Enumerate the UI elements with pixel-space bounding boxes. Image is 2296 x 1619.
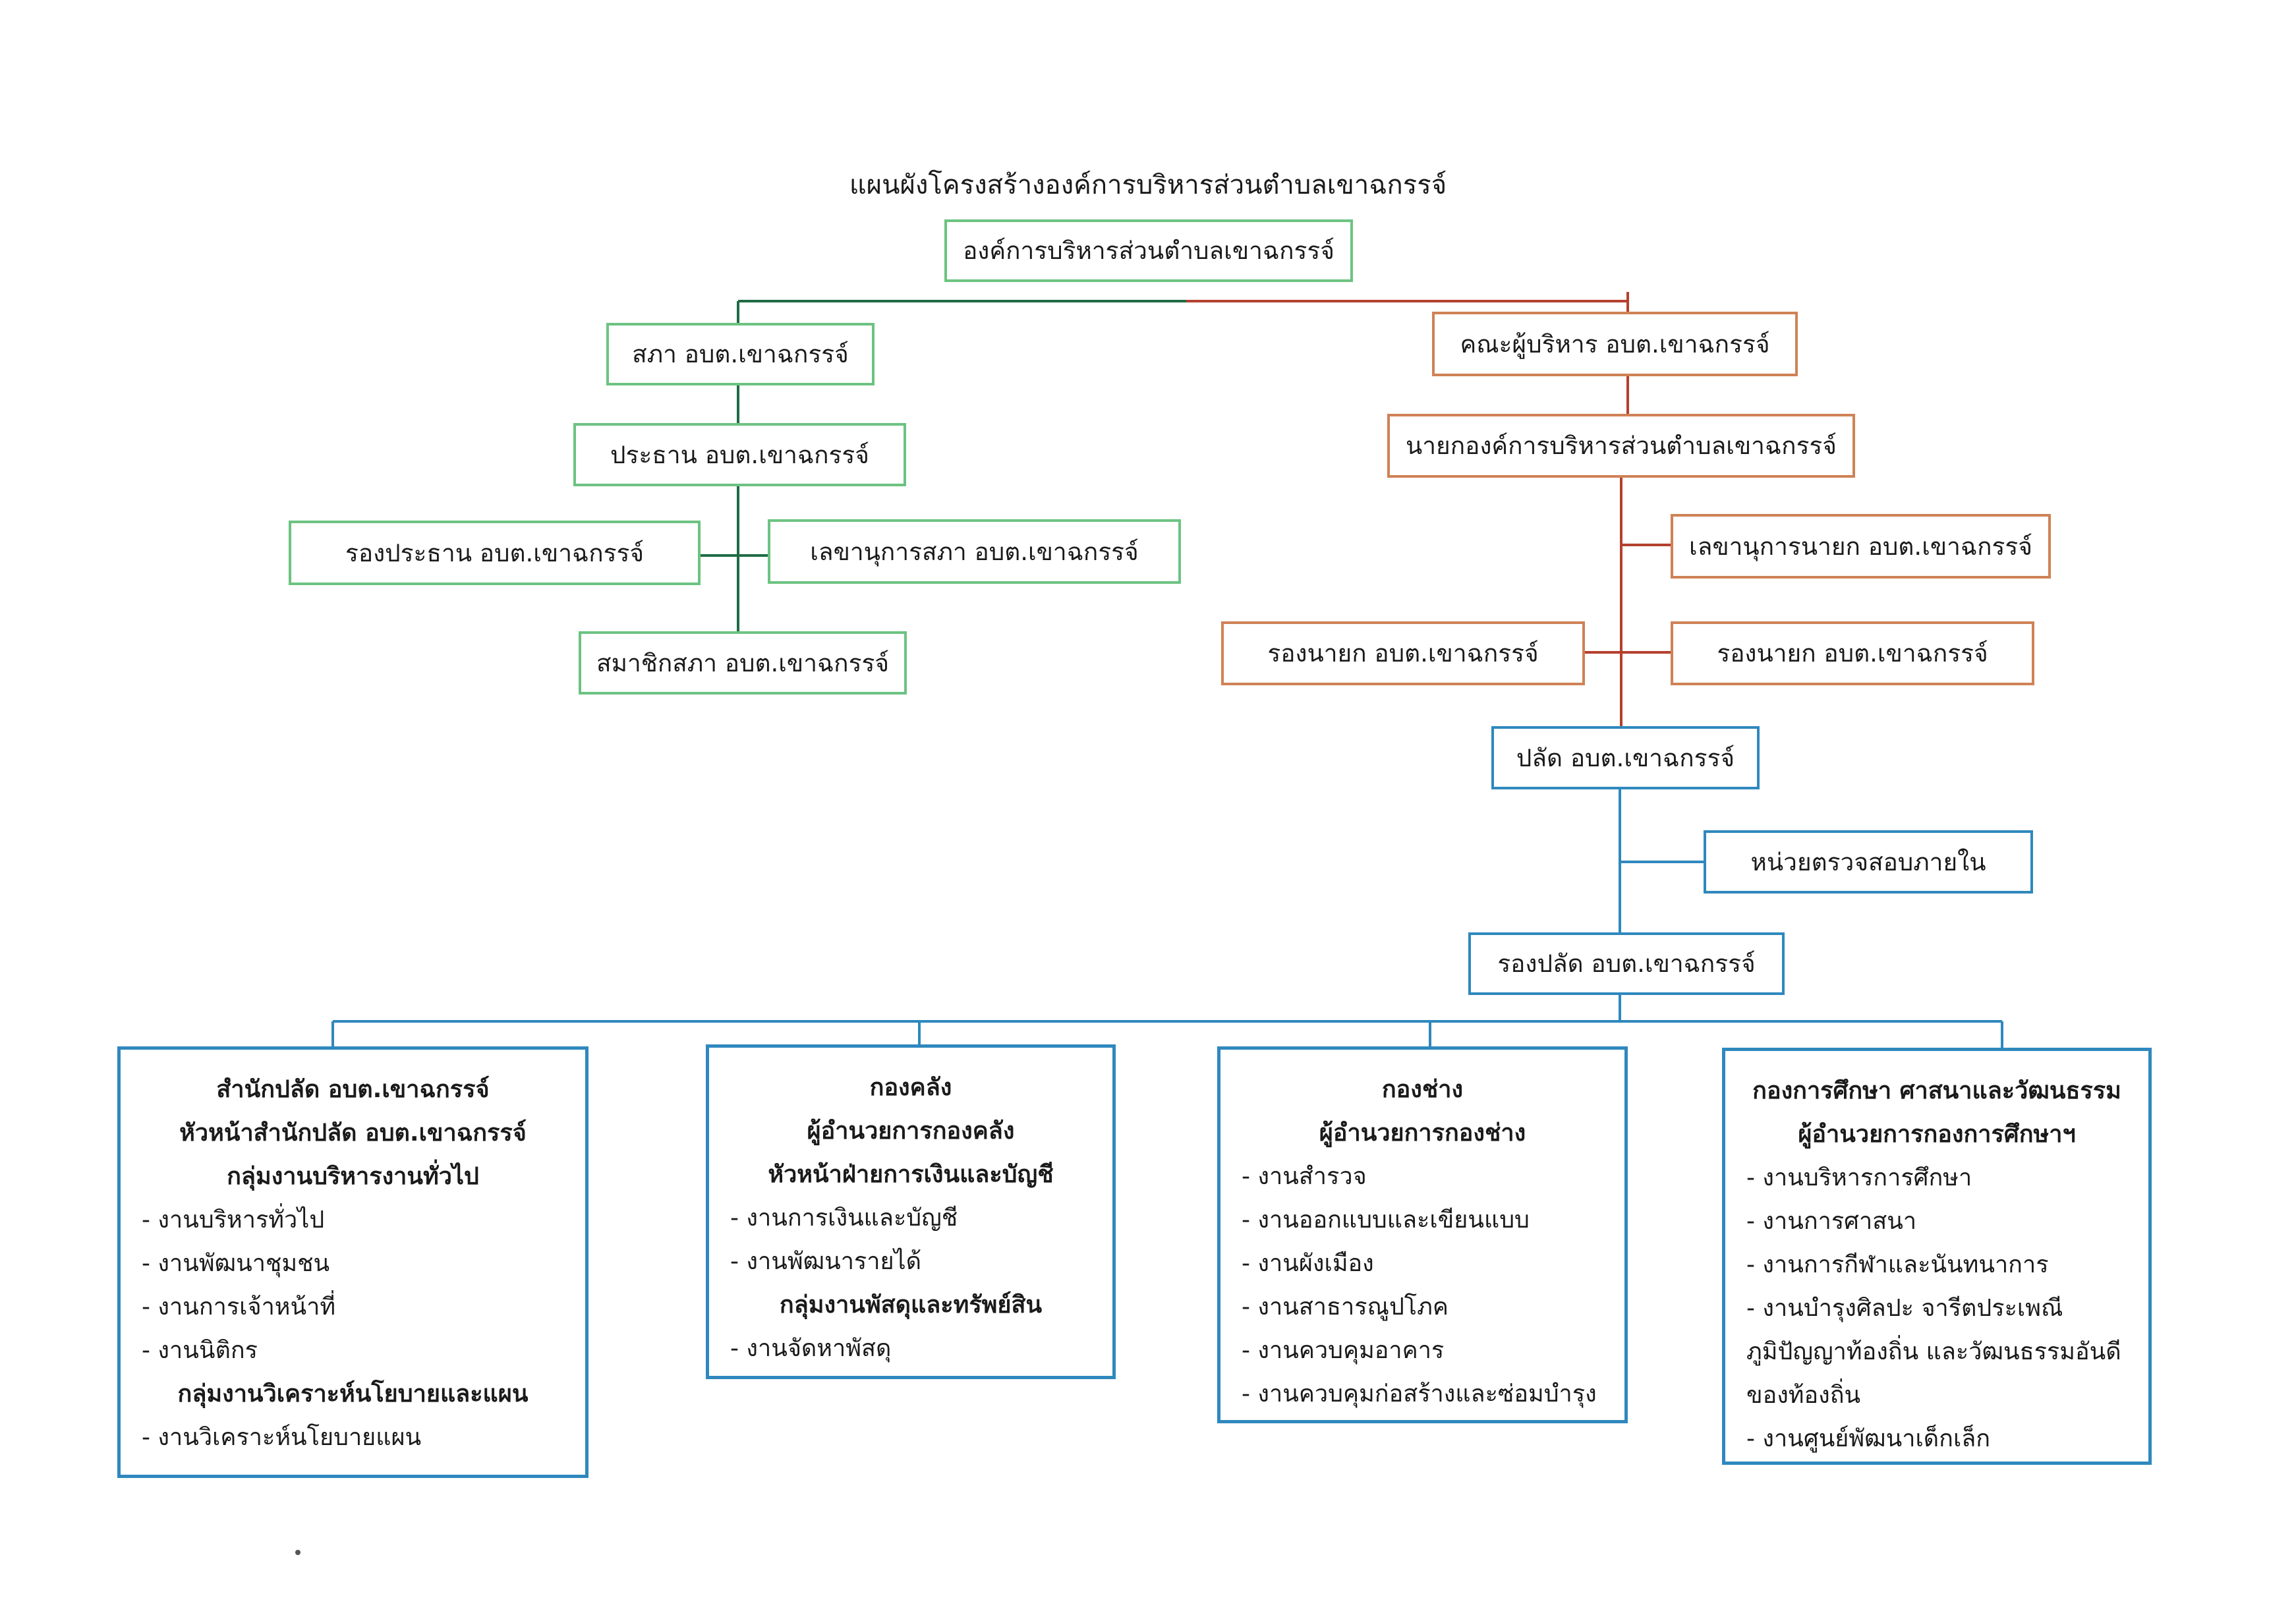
chart-title: แผนผังโครงสร้างองค์การบริหารส่วนตำบลเขาฉ… <box>849 170 1447 200</box>
council-secretary-box: เลขานุการสภา อบต.เขาฉกรรจ์ <box>768 519 1181 584</box>
council-box: สภา อบต.เขาฉกรรจ์ <box>606 323 875 385</box>
council-secretary-label: เลขานุการสภา อบต.เขาฉกรรจ์ <box>810 537 1139 566</box>
dept-title: กองการศึกษา ศาสนาและวัฒนธรรม <box>1752 1077 2121 1104</box>
mayor-secretary-label: เลขานุการนายก อบต.เขาฉกรรจ์ <box>1689 532 2032 561</box>
dept-subhead: หัวหน้าฝ่ายการเงินและบัญชี <box>768 1161 1054 1188</box>
council-members-box: สมาชิกสภา อบต.เขาฉกรรจ์ <box>579 631 907 695</box>
chief-clerk-label: ปลัด อบต.เขาฉกรรจ์ <box>1516 743 1735 772</box>
chief-clerk-box: ปลัด อบต.เขาฉกรรจ์ <box>1491 726 1760 789</box>
council-members-label: สมาชิกสภา อบต.เขาฉกรรจ์ <box>596 648 890 677</box>
deputy-clerk-box: รองปลัด อบต.เขาฉกรรจ์ <box>1468 932 1785 995</box>
council-chair-box: ประธาน อบต.เขาฉกรรจ์ <box>573 423 906 486</box>
council-vice-chair-label: รองประธาน อบต.เขาฉกรรจ์ <box>345 538 645 567</box>
deputy-mayor-left-label: รองนายก อบต.เขาฉกรรจ์ <box>1267 639 1539 667</box>
dept-head: ผู้อำนวยการกองการศึกษาฯ <box>1798 1121 2076 1148</box>
dept-group-title: กลุ่มงานพัสดุและทรัพย์สิน <box>779 1292 1043 1319</box>
organization-label: องค์การบริหารส่วนตำบลเขาฉกรรจ์ <box>963 237 1335 265</box>
mayor-secretary-box: เลขานุการนายก อบต.เขาฉกรรจ์ <box>1671 514 2051 579</box>
executive-board-label: คณะผู้บริหาร อบต.เขาฉกรรจ์ <box>1460 329 1770 358</box>
council-label: สภา อบต.เขาฉกรรจ์ <box>632 340 849 368</box>
mayor-box: นายกองค์การบริหารส่วนตำบลเขาฉกรรจ์ <box>1387 414 1855 478</box>
organization-box: องค์การบริหารส่วนตำบลเขาฉกรรจ์ <box>944 219 1353 282</box>
department-education: กองการศึกษา ศาสนาและวัฒนธรรม ผู้อำนวยการ… <box>1722 1048 2152 1465</box>
internal-audit-box: หน่วยตรวจสอบภายใน <box>1704 830 2033 894</box>
department-office-of-clerk: สำนักปลัด อบต.เขาฉกรรจ์ หัวหน้าสำนักปลัด… <box>117 1046 588 1478</box>
dept-item: - งานนิติกร <box>142 1337 258 1364</box>
deputy-mayor-right-label: รองนายก อบต.เขาฉกรรจ์ <box>1717 639 1988 667</box>
dept-item: - งานการกีฬาและนันทนาการ <box>1746 1251 2049 1278</box>
dept-item: - งานสาธารณูปโภค <box>1242 1293 1449 1321</box>
dept-title: สำนักปลัด อบต.เขาฉกรรจ์ <box>216 1076 490 1103</box>
deputy-mayor-right-box: รองนายก อบต.เขาฉกรรจ์ <box>1671 621 2034 685</box>
dept-title: กองคลัง <box>869 1074 952 1101</box>
scan-speck <box>295 1550 301 1555</box>
dept-item: - งานการเงินและบัญชี <box>730 1205 958 1232</box>
deputy-clerk-label: รองปลัด อบต.เขาฉกรรจ์ <box>1497 950 1756 978</box>
dept-item: - งานผังเมือง <box>1242 1250 1374 1277</box>
dept-item: - งานควบคุมอาคาร <box>1242 1337 1445 1364</box>
deputy-mayor-left-box: รองนายก อบต.เขาฉกรรจ์ <box>1221 621 1585 685</box>
dept-item: - งานการเจ้าหน้าที่ <box>142 1293 336 1321</box>
dept-group-title: กลุ่มงานบริหารงานทั่วไป <box>227 1163 479 1190</box>
dept-item: - งานการศาสนา <box>1746 1208 1917 1235</box>
dept-head: ผู้อำนวยการกองช่าง <box>1319 1120 1526 1147</box>
executive-board-box: คณะผู้บริหาร อบต.เขาฉกรรจ์ <box>1432 312 1798 376</box>
dept-head: ผู้อำนวยการกองคลัง <box>807 1118 1015 1145</box>
internal-audit-label: หน่วยตรวจสอบภายใน <box>1750 847 1986 876</box>
dept-item: - งานสำรวจ <box>1242 1163 1367 1190</box>
dept-title: กองช่าง <box>1381 1076 1464 1103</box>
council-vice-chair-box: รองประธาน อบต.เขาฉกรรจ์ <box>289 521 701 585</box>
mayor-label: นายกองค์การบริหารส่วนตำบลเขาฉกรรจ์ <box>1405 432 1837 460</box>
dept-item: - งานบริหารการศึกษา <box>1746 1164 1972 1191</box>
department-engineering: กองช่าง ผู้อำนวยการกองช่าง - งานสำรวจ - … <box>1217 1046 1628 1423</box>
dept-group-title: กลุ่มงานวิเคราะห์นโยบายและแผน <box>177 1380 529 1407</box>
dept-item: - งานวิเคราะห์นโยบายแผน <box>142 1424 422 1451</box>
dept-item: - งานพัฒนาชุมชน <box>142 1250 330 1277</box>
dept-item: - งานบำรุงศิลปะ จารีตประเพณี ภูมิปัญญาท้… <box>1746 1295 2121 1409</box>
dept-item: - งานพัฒนารายได้ <box>730 1248 922 1275</box>
dept-item: - งานควบคุมก่อสร้างและซ่อมบำรุง <box>1242 1380 1597 1407</box>
dept-item: - งานบริหารทั่วไป <box>142 1207 325 1234</box>
dept-item: - งานศูนย์พัฒนาเด็กเล็ก <box>1746 1425 1991 1452</box>
council-chair-label: ประธาน อบต.เขาฉกรรจ์ <box>610 440 869 469</box>
dept-item: - งานออกแบบและเขียนแบบ <box>1242 1207 1530 1234</box>
dept-item: - งานจัดหาพัสดุ <box>730 1335 892 1362</box>
dept-head: หัวหน้าสำนักปลัด อบต.เขาฉกรรจ์ <box>179 1120 527 1147</box>
department-finance: กองคลัง ผู้อำนวยการกองคลัง หัวหน้าฝ่ายกา… <box>706 1044 1116 1379</box>
